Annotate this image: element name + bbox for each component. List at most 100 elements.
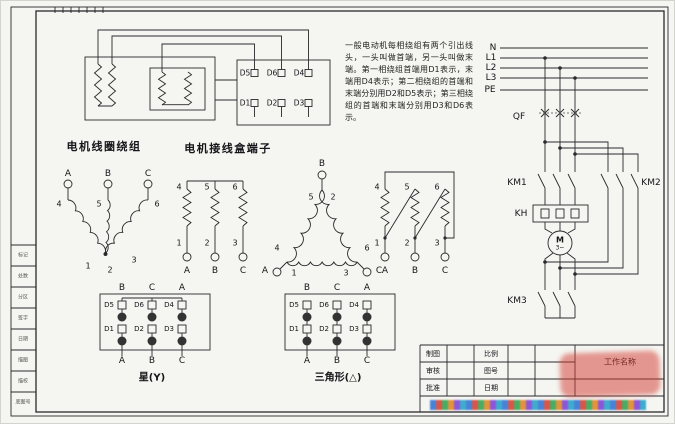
winding-number: 2 [204,238,210,248]
phase-label: A [261,266,269,276]
phase-label: B [411,266,419,276]
delta-schematic [380,171,455,262]
motor-label: M [556,235,564,245]
winding-number: 5 [204,182,210,192]
terminal-label: D2 [266,98,278,108]
terminal-label: D5 [239,68,251,78]
winding-number: 3 [131,255,137,265]
phase-label: B [104,169,112,179]
margin-label: 底图号 [15,399,31,406]
winding-number: 1 [291,268,297,278]
winding-number: 1 [374,238,380,248]
breaker-label: QF [512,112,526,122]
terminal-label: D2 [134,325,144,333]
title-block-label: 批准 [426,384,440,392]
margin-label: 分区 [17,294,29,301]
contactor-label: KM2 [641,178,661,188]
phase-label: B [333,356,341,366]
power-line-label: L2 [485,63,497,73]
power-line-label: N [489,43,497,53]
title-block-label: 审核 [426,367,440,375]
winding-number: 1 [176,238,182,248]
phase-label: B [303,283,311,293]
winding-description: 一般电动机每相绕组有两个引出线头，一头叫做首端，另一头叫做末端。第一相绕组首端用… [345,41,473,122]
power-line-label: L1 [485,53,497,63]
thermal-relay-label: KH [514,209,528,219]
terminal-label: D3 [293,98,305,108]
phase-label: B [211,266,219,276]
star-terminal-box [99,293,211,356]
terminal-label: D2 [319,325,329,333]
winding-number: 4 [274,243,280,253]
watermark-strip [430,400,646,410]
winding-number: 6 [364,243,370,253]
phase-label: A [363,283,371,293]
contactor-label: KM1 [507,178,527,188]
margin-label: 标记 [17,252,29,259]
title-block-label: 制图 [426,350,440,358]
winding-number: 3 [434,238,440,248]
title-block-label: 日期 [484,384,498,392]
phase-label: A [303,356,311,366]
phase-label: C [148,283,156,293]
star-pictorial [63,179,153,256]
red-watermark [559,350,661,398]
terminal-label: D4 [293,68,305,78]
star-schematic [182,180,248,262]
title-block-label: 比例 [484,350,498,358]
phase-label: C [441,266,449,276]
winding-number: 3 [343,268,349,278]
terminal-box-caption: 电机接线盒端子 [184,142,272,155]
phase-label: B [148,356,156,366]
phase-label: C [178,356,186,366]
margin-label: 描校 [17,378,29,385]
title-block-label: 图号 [484,367,498,375]
phase-label: C [333,283,341,293]
terminal-label: D4 [349,301,359,309]
terminal-label: D1 [289,325,299,333]
margin-label: 签字 [17,315,29,322]
star-caption: 星(Y) [138,372,166,384]
terminal-label: D6 [134,301,144,309]
power-line-label: L3 [485,73,497,83]
winding-number: 5 [404,182,410,192]
winding-number: 1 [85,261,91,271]
delta-pictorial [272,170,372,277]
delta-caption: 三角形(△) [314,372,362,384]
phase-label: A [178,283,186,293]
phase-label: A [183,266,191,276]
phase-label: C [375,266,383,276]
terminal-label: D3 [164,325,174,333]
motor-phase-label: 3~ [555,244,565,252]
terminal-label: D5 [289,301,299,309]
terminal-box-diagram [236,59,331,126]
coil-group-caption: 电机线圈绕组 [66,140,142,153]
title-block-grid [419,344,664,412]
winding-number: 6 [154,199,160,209]
terminal-label: D6 [319,301,329,309]
phase-label: C [363,356,371,366]
winding-number: 2 [107,265,113,275]
terminal-label: D6 [266,68,278,78]
drawing-frame [10,6,669,417]
winding-number: 4 [374,182,380,192]
phase-label: C [144,169,152,179]
winding-number: 5 [96,199,102,209]
phase-label: A [381,266,389,276]
phase-label: A [64,169,72,179]
terminal-label: D3 [349,325,359,333]
margin-label: 描图 [17,357,29,364]
winding-number: 6 [434,182,440,192]
winding-number: 2 [404,238,410,248]
terminal-label: D1 [239,98,251,108]
winding-number: 6 [232,182,238,192]
phase-label: C [239,266,247,276]
power-circuit [500,47,648,319]
winding-number: 4 [56,199,62,209]
delta-terminal-box [284,293,396,356]
winding-number: 3 [232,238,238,248]
winding-number: 5 [308,192,314,202]
winding-number: 4 [176,182,182,192]
terminal-label: D1 [104,325,114,333]
